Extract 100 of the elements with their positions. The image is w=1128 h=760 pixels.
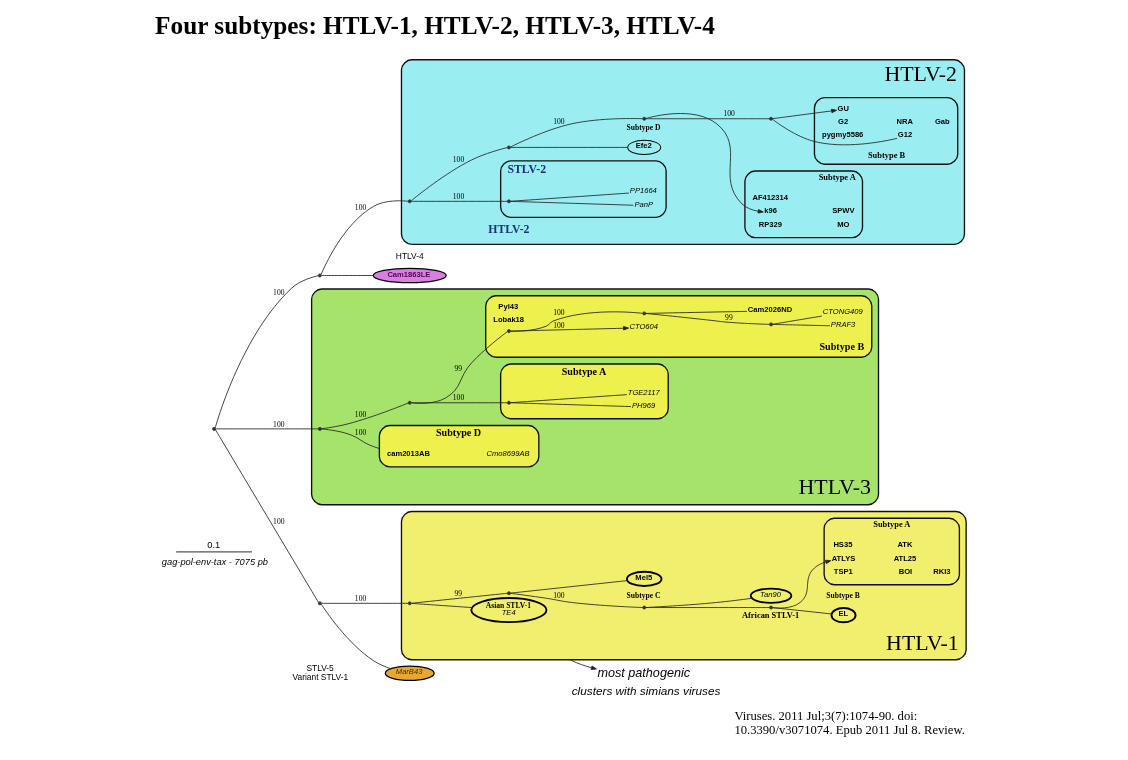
node-point [317, 273, 322, 278]
edge-label: 99 [454, 363, 463, 373]
edge-label: 100 [354, 427, 367, 437]
edge-label: 100 [273, 419, 285, 429]
node-text: TSP1 [833, 567, 853, 576]
node-text: GU [837, 103, 849, 113]
node-ellipse: Tan90 [749, 587, 793, 604]
label: gag-pol-env-tax - 7075 pb [161, 557, 268, 568]
node-point [642, 311, 647, 316]
node-point [506, 329, 511, 334]
node-label: Subtype B [826, 590, 860, 600]
node-point [407, 601, 412, 606]
edge-label: 100 [553, 590, 565, 600]
connector [321, 428, 380, 449]
connector [510, 147, 628, 148]
connector [410, 147, 508, 202]
connector [411, 200, 508, 202]
node-text: SPWV [832, 206, 855, 216]
connector [411, 592, 508, 604]
node-point [407, 400, 412, 405]
edge-label: 99 [725, 312, 733, 322]
connector [772, 323, 831, 327]
node-text: PRAF3 [830, 320, 856, 330]
node-label: Subtype D [626, 122, 661, 132]
node-point [317, 426, 322, 431]
connector [321, 275, 374, 276]
edge-label: 99 [454, 588, 463, 598]
node-text: PP1664 [629, 186, 657, 196]
node-label: HTLV-4 [395, 251, 424, 262]
connector [510, 118, 644, 148]
node-ellipse: Efe2 [627, 139, 662, 156]
connector [215, 429, 319, 603]
node-text: Cmo8699AB [486, 449, 530, 459]
edge-label: 100 [273, 517, 285, 527]
arrow [510, 326, 630, 332]
node-point [642, 116, 647, 121]
node-text: G12 [897, 130, 913, 140]
node-text: NRA [896, 116, 914, 126]
node-point [506, 199, 511, 204]
node-ellipse: Cam1863LE [372, 267, 447, 284]
edge-label: 100 [553, 320, 565, 330]
label: clusters with simians viruses [571, 683, 721, 697]
connector [510, 592, 644, 608]
node-text: MO [837, 219, 850, 229]
connector [645, 607, 770, 608]
node-text: most pathogenic [597, 666, 691, 681]
edge-label: 100 [354, 593, 367, 603]
node-text: pygmy5586 [822, 130, 864, 140]
node-ellipse: EL [830, 607, 857, 624]
edge-label: 100 [452, 393, 465, 403]
connector [320, 200, 409, 275]
node-text: Pyl43 [498, 301, 519, 311]
node-text: ATLYS [831, 553, 856, 563]
arrow [569, 659, 597, 670]
node-ellipse: MarB43 [384, 665, 435, 682]
node-point [506, 400, 511, 405]
connector [411, 331, 508, 404]
node-text: PanP [634, 199, 654, 209]
node-text: RKI3 [933, 567, 951, 576]
label: African STLV-1 [741, 610, 800, 621]
connector [321, 602, 409, 604]
edge-label: 100 [354, 410, 367, 420]
node-text: ATL25 [893, 553, 917, 563]
connector [645, 118, 770, 120]
node-text: Cam2026ND [747, 304, 793, 314]
edge-label: 100 [452, 154, 465, 164]
edge-label: 100 [723, 109, 735, 119]
connector [772, 315, 823, 325]
node-label: Variant STLV-1 [292, 672, 349, 683]
arrow [772, 559, 832, 609]
node-point [769, 322, 773, 327]
connector [772, 119, 898, 146]
node-ellipse: Asian STLV-1 TE4 [470, 597, 548, 624]
node-text: k96 [764, 206, 777, 216]
node-text: ATK [897, 540, 913, 550]
connector [214, 275, 319, 429]
arrow [772, 108, 838, 120]
connector [510, 311, 643, 332]
node-text: PH969 [631, 400, 656, 410]
edge-label: 100 [553, 116, 565, 126]
node-label: STLV-5 [306, 662, 334, 673]
connector [320, 603, 392, 670]
node-point [506, 591, 511, 596]
node-text: AF412314 [752, 192, 788, 202]
label: HTLV-2 [488, 222, 530, 237]
diagram-title: Four subtypes: HTLV-1, HTLV-2, HTLV-3, HTLV-4 [155, 11, 715, 40]
node-point [506, 145, 511, 150]
edge-label: 100 [452, 191, 465, 201]
node-point [769, 116, 773, 121]
node-label: Subtype C [626, 591, 661, 601]
node-point [407, 199, 412, 204]
node-point [642, 605, 647, 610]
node-point [769, 605, 773, 610]
connector [510, 200, 634, 206]
edge-label: 100 [273, 288, 285, 298]
connector [510, 580, 628, 594]
node-text: BOI [898, 567, 913, 576]
node-point [212, 426, 217, 431]
connector [510, 192, 630, 202]
connector [215, 428, 319, 430]
